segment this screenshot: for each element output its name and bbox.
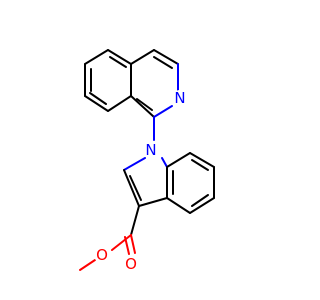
molecule-structure: N N O O: [79, 49, 215, 273]
indole-benzo-ring: [166, 152, 215, 214]
methyl-ester-group: [79, 205, 140, 271]
atom-n-indole: N: [143, 141, 159, 159]
atom-o-carbonyl: O: [123, 255, 139, 273]
atom-label-o-carbonyl: O: [125, 255, 137, 273]
isoquinoline-pyridine-ring: [130, 49, 179, 118]
atom-n-isoquinoline: N: [172, 89, 188, 107]
isoquinoline-benzo-ring: [84, 49, 132, 112]
atom-label-n2: N: [145, 141, 156, 159]
atom-label-o-ester: O: [96, 246, 108, 264]
atom-o-ester: O: [94, 246, 110, 264]
indole-pyrrole-ring: [123, 157, 168, 207]
atom-label-n1: N: [174, 89, 185, 107]
